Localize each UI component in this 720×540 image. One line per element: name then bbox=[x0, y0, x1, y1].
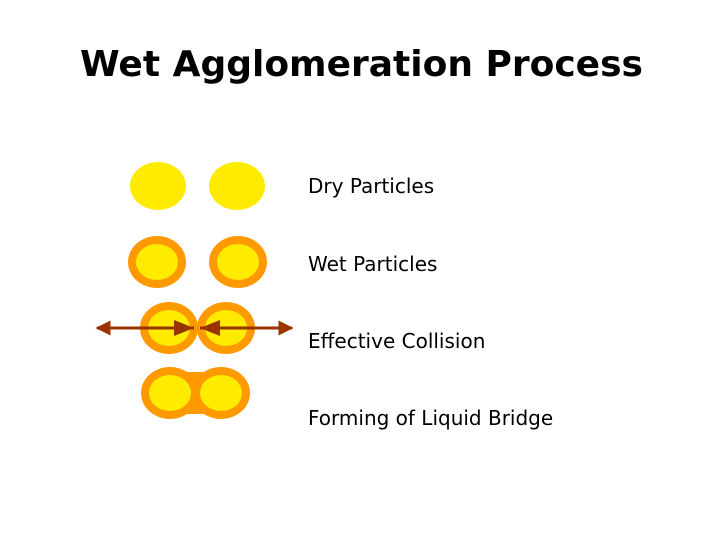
collision-arrowhead-left-inner bbox=[174, 320, 194, 336]
dry-particle-right bbox=[209, 162, 265, 210]
wet-particle-right-core bbox=[217, 244, 259, 280]
label-liquid-bridge: Forming of Liquid Bridge bbox=[308, 406, 554, 430]
wet-particle-left-core bbox=[136, 244, 178, 280]
dry-particle-left bbox=[130, 162, 186, 210]
diagram-title: Wet Agglomeration Process bbox=[80, 44, 643, 85]
label-wet-particles: Wet Particles bbox=[308, 252, 438, 276]
liquid-bridge-row bbox=[141, 367, 250, 419]
label-dry-particles: Dry Particles bbox=[308, 174, 435, 198]
wet-particles-row bbox=[128, 236, 267, 288]
collision-arrowhead-right-inner bbox=[200, 320, 220, 336]
bridged-particle-right-core bbox=[200, 375, 242, 411]
bridged-particle-left-core bbox=[149, 375, 191, 411]
dry-particles-row bbox=[130, 162, 265, 210]
collision-row bbox=[95, 302, 294, 354]
label-effective-collision: Effective Collision bbox=[308, 329, 486, 353]
